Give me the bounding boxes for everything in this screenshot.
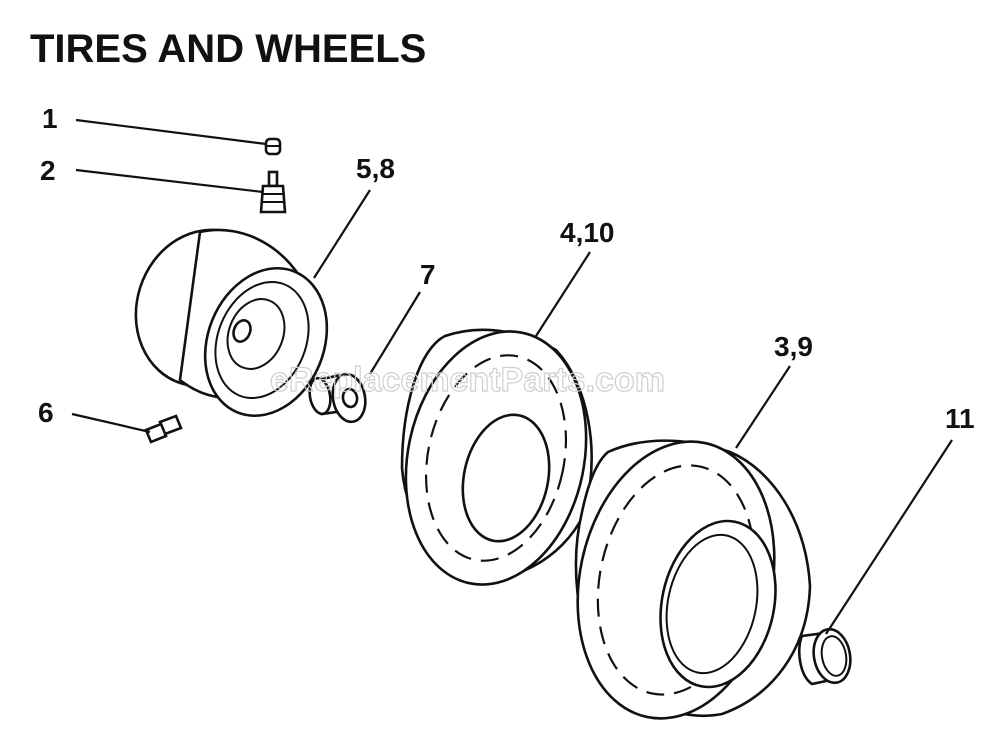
leader-line-4-10	[535, 251, 591, 337]
part-1-valve-cap	[264, 137, 282, 156]
leader-line-5-8	[313, 189, 371, 279]
leader-line-11	[825, 439, 953, 635]
callout-6: 6	[38, 397, 54, 428]
callout-7: 7	[420, 259, 436, 290]
leader-line-2	[75, 168, 264, 194]
leader-line-1	[75, 118, 267, 146]
callout-2: 2	[40, 155, 56, 186]
page-title: TIRES AND WHEELS	[30, 27, 426, 71]
part-4-10-tire	[400, 328, 593, 586]
leader-line-3-9	[735, 365, 791, 449]
part-7-bushing	[308, 372, 367, 424]
watermark-text: eReplacementParts.com	[270, 361, 665, 399]
callout-3-9: 3,9	[774, 331, 813, 362]
callout-1: 1	[42, 103, 58, 134]
leader-line-6	[71, 412, 151, 434]
part-6-lug-bolt	[144, 414, 183, 444]
part-3-9-tire	[574, 439, 812, 720]
callout-4-10: 4,10	[560, 217, 615, 248]
callout-11: 11	[945, 403, 975, 434]
part-11-bushing	[798, 627, 852, 686]
part-2-valve-stem	[259, 170, 287, 214]
leader-line-7	[369, 291, 421, 375]
callout-5-8: 5,8	[356, 153, 395, 184]
part-5-8-wheel-rim	[134, 228, 329, 418]
